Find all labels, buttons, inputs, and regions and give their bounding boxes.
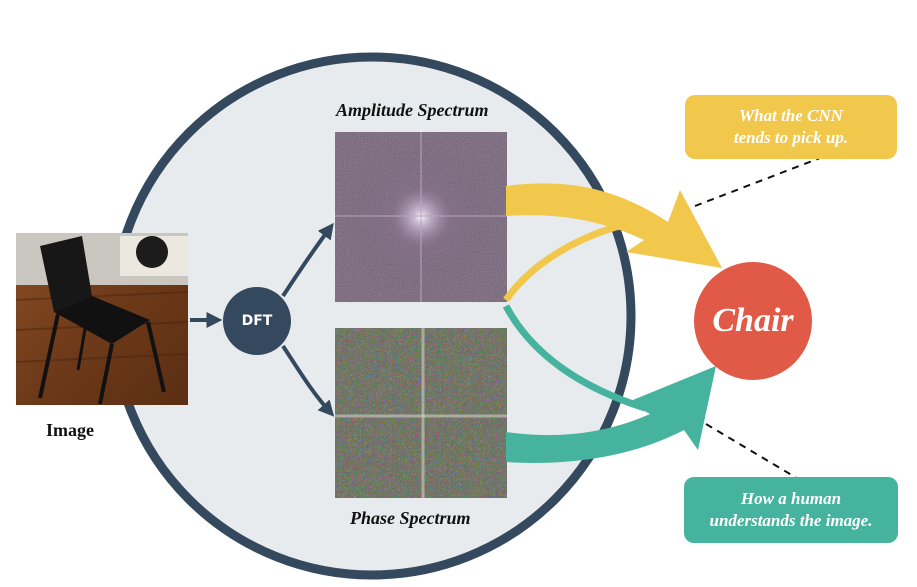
result-label: Chair [712,302,794,339]
amplitude-spectrum-label: Amplitude Spectrum [336,100,489,120]
input-image [15,233,189,405]
human-callout-connector [705,423,801,481]
arrow-dft-to-amplitude [281,222,334,298]
dft-label: DFT [241,313,273,329]
arrow-dft-to-phase [281,344,335,417]
amplitude-spectrum-image [335,132,507,302]
cnn-callout-connector [694,157,821,207]
phase-spectrum-label: Phase Spectrum [350,508,471,528]
human-callout-box: How a human understands the image. [684,477,898,543]
phase-thick-flow [506,366,716,463]
human-callout-line2: understands the image. [709,511,873,530]
result-node [694,262,812,380]
cnn-callout-line2: tends to pick up. [733,128,849,147]
cnn-callout-line1: What the CNN [739,106,843,125]
cnn-callout-box: What the CNN tends to pick up. [685,95,897,159]
dft-node [223,287,291,355]
human-callout-line1: How a human [740,489,842,508]
image-label: Image [46,420,94,440]
amplitude-thick-flow [506,183,722,268]
phase-thin-flow [502,304,647,412]
phase-spectrum-image [335,328,507,498]
